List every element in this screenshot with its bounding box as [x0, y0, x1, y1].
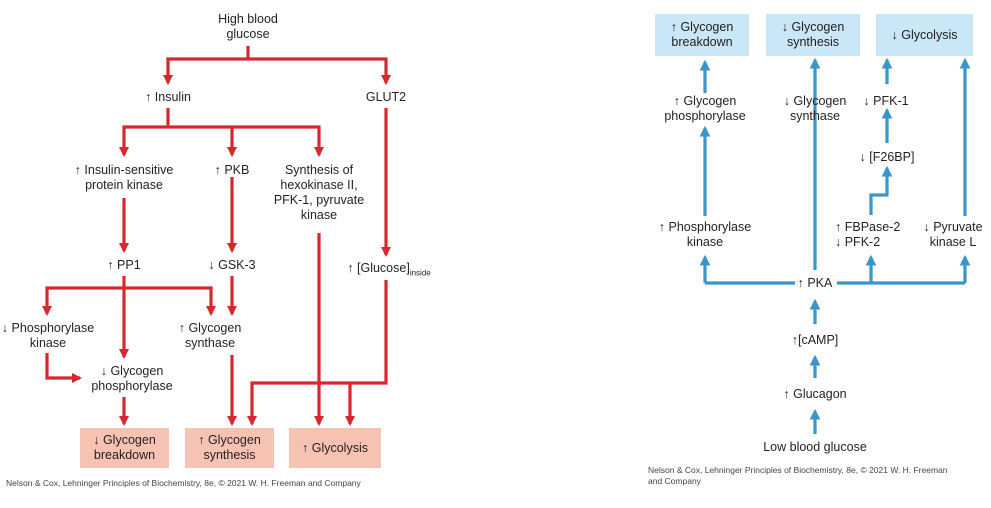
red-arrow-to-glut2 — [248, 57, 392, 86]
red-arrow-kinase-to-phos — [45, 353, 83, 384]
glycogen-synthesis-box-red — [185, 428, 274, 468]
red-arrow-to-synthesis — [232, 125, 325, 158]
gsk3-label: ↓ GSK-3 — [208, 258, 256, 272]
red-arrow-pp1-to-synthase — [124, 286, 217, 317]
red-arrow-to-insulin-kinase — [118, 125, 168, 158]
pka-label: ↑ PKA — [797, 276, 833, 290]
red-arrow-to-phos-kinase — [41, 286, 124, 317]
glycolysis-label-red: ↑ Glycolysis — [302, 441, 368, 455]
glycolysis-label-blue: ↓ Glycolysis — [891, 28, 958, 42]
red-arrow-to-pkb — [168, 125, 238, 158]
glycogen-breakdown-box-blue — [655, 14, 749, 56]
pp1-label: ↑ PP1 — [107, 258, 141, 272]
pkb-label: ↑ PKB — [214, 163, 250, 177]
camp-label: ↑[cAMP] — [791, 333, 839, 347]
glycolysis-box-blue — [876, 14, 973, 56]
low-blood-glucose-label: Low blood glucose — [763, 440, 867, 454]
glycogen-synthesis-box-blue — [766, 14, 860, 56]
blue-panel-credit: Nelson & Cox, Lehninger Principles of Bi… — [648, 465, 948, 486]
pfk1-label: ↓ PFK-1 — [863, 94, 909, 108]
glucagon-label: ↑ Glucagon — [783, 387, 847, 401]
red-panel-credit: Nelson & Cox, Lehninger Principles of Bi… — [6, 478, 361, 488]
glut2-label: GLUT2 — [365, 90, 407, 104]
fbpase-pfk2-label: ↑ FBPase-2↓ PFK-2 — [835, 220, 901, 249]
glucose-inside-label: ↑ [Glucose]inside — [347, 261, 431, 278]
f26bp-label: ↓ [F26BP] — [859, 150, 915, 164]
blue-arrow-fbpase-to-f26bp — [869, 165, 893, 215]
glycolysis-box-red — [289, 428, 381, 468]
insulin-label: ↑ Insulin — [145, 90, 191, 104]
glycogen-breakdown-box-red — [80, 428, 169, 468]
red-arrow-to-insulin — [162, 57, 248, 86]
